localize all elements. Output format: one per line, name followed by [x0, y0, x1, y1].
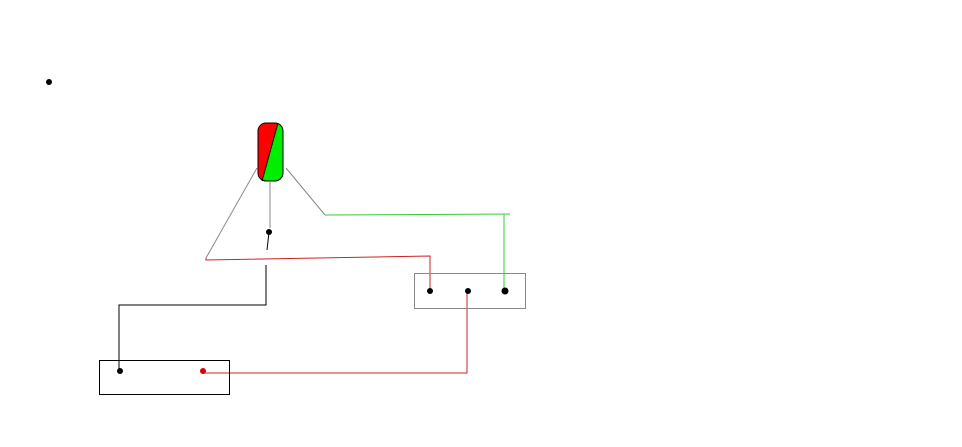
black-wire-short [266, 231, 270, 251]
terminal-dot [465, 288, 471, 294]
stray-dot [46, 79, 52, 85]
red-green-indicator [257, 122, 284, 182]
gray-wire-left [205, 167, 258, 259]
black-wire-main [118, 265, 267, 371]
terminal-dot [117, 368, 123, 374]
left-terminal-box [99, 360, 230, 395]
terminal-dot-red [200, 368, 206, 374]
terminal-dot [427, 288, 433, 294]
gray-wire-right [285, 167, 326, 216]
right-terminal-box [414, 273, 526, 309]
junction-dot-center [266, 229, 272, 235]
red-wire-top [205, 255, 431, 291]
green-wire-horizontal [324, 213, 511, 216]
terminal-dot [501, 287, 509, 295]
red-wire-bottom [202, 291, 468, 374]
